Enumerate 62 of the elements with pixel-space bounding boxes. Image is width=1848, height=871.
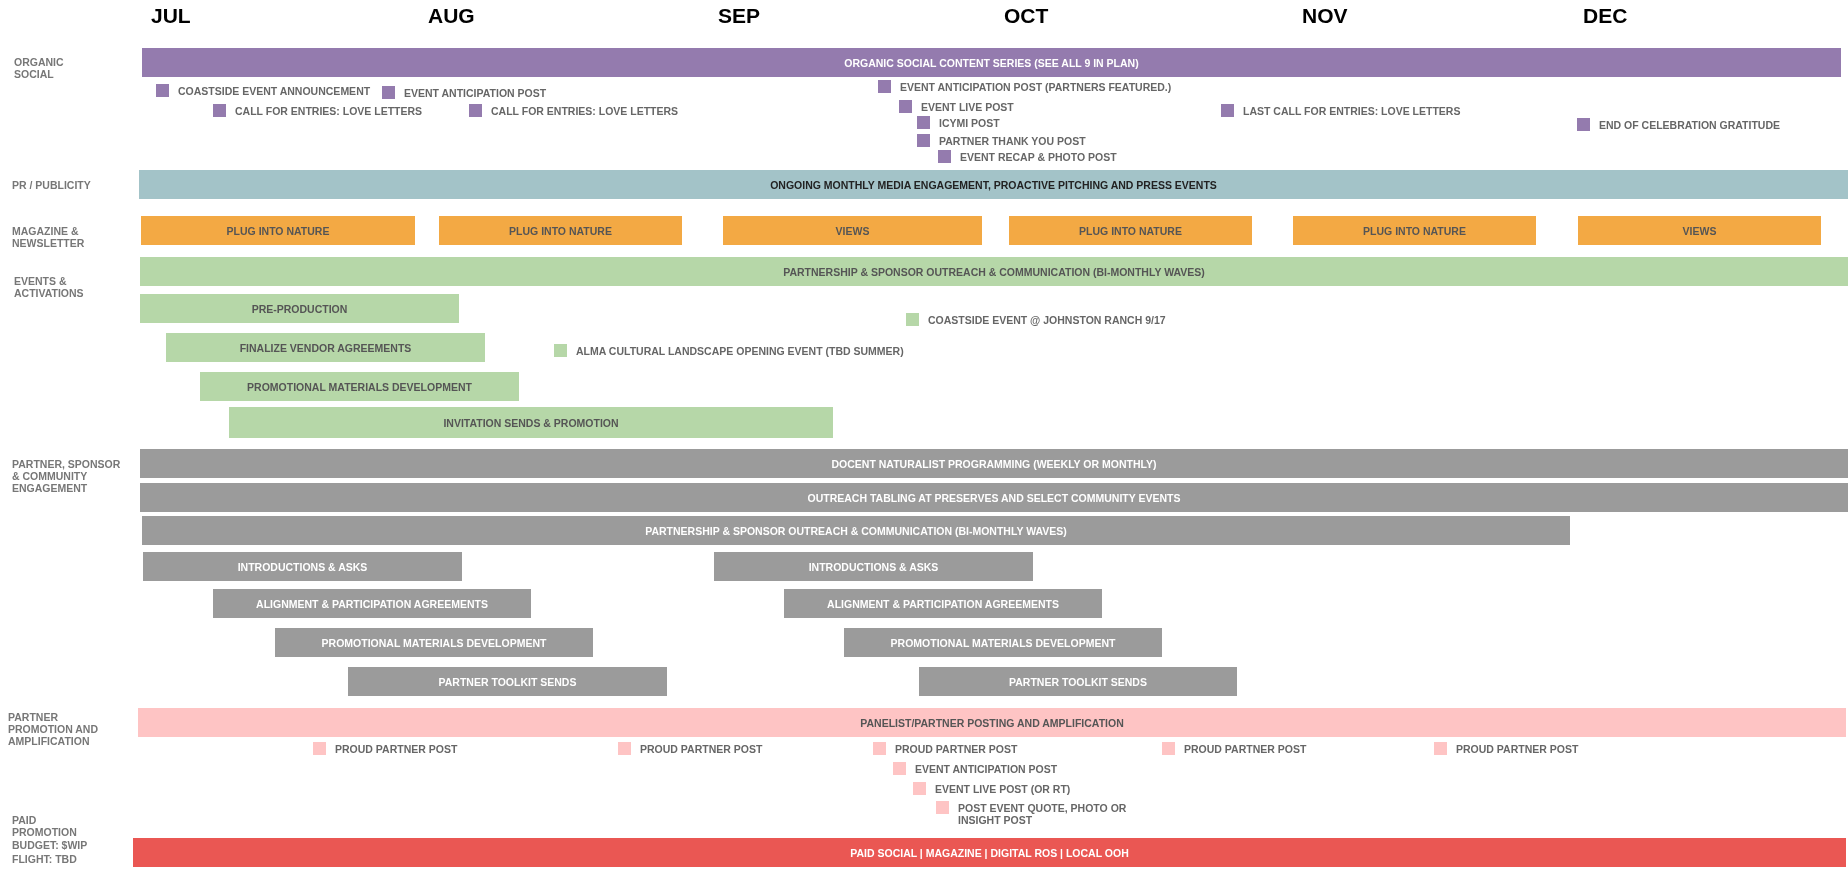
timeline-bar: PROMOTIONAL MATERIALS DEVELOPMENT (844, 628, 1162, 657)
timeline-bar: PROMOTIONAL MATERIALS DEVELOPMENT (200, 372, 519, 401)
milestone-label: EVENT ANTICIPATION POST (915, 763, 1058, 775)
milestone-label: POST EVENT QUOTE, PHOTO OR INSIGHT POST (958, 802, 1128, 826)
timeline-bar: ONGOING MONTHLY MEDIA ENGAGEMENT, PROACTIVE PITCHING AND PRESS EVENTS (139, 170, 1848, 199)
timeline-bar: OUTREACH TABLING AT PRESERVES AND SELECT COMMUNITY EVENTS (140, 483, 1848, 512)
milestone-label: EVENT ANTICIPATION POST (404, 87, 547, 99)
milestone-label: EVENT RECAP & PHOTO POST (960, 151, 1117, 163)
timeline-bar: PRE-PRODUCTION (140, 294, 459, 323)
timeline-bar: VIEWS (723, 216, 982, 245)
row-label: PR / PUBLICITY (12, 179, 92, 191)
row-label: FLIGHT: TBD (12, 853, 78, 865)
month-label: SEP (718, 4, 761, 28)
row-label: PARTNER PROMOTION AND AMPLIFICATION (8, 711, 100, 747)
timeline-bar: PLUG INTO NATURE (1009, 216, 1252, 245)
milestone-label: EVENT LIVE POST (921, 101, 1014, 113)
timeline-bar: FINALIZE VENDOR AGREEMENTS (166, 333, 485, 362)
milestone-label: PROUD PARTNER POST (1456, 743, 1579, 755)
timeline-bar: VIEWS (1578, 216, 1821, 245)
timeline-bar: PLUG INTO NATURE (1293, 216, 1536, 245)
timeline-bar: PANELIST/PARTNER POSTING AND AMPLIFICATION (138, 708, 1846, 737)
milestone-label: CALL FOR ENTRIES: LOVE LETTERS (491, 105, 679, 117)
row-label: PARTNER, SPONSOR & COMMUNITY ENGAGEMENT (12, 458, 122, 494)
timeline-bar: PROMOTIONAL MATERIALS DEVELOPMENT (275, 628, 593, 657)
timeline-bar: ORGANIC SOCIAL CONTENT SERIES (SEE ALL 9 IN PLAN) (142, 48, 1841, 77)
month-label: AUG (428, 4, 475, 28)
timeline-bar: PARTNERSHIP & SPONSOR OUTREACH & COMMUNICATION (BI-MONTHLY WAVES) (140, 257, 1848, 286)
row-label: PAID PROMOTION (12, 814, 78, 838)
milestone-label: CALL FOR ENTRIES: LOVE LETTERS (235, 105, 423, 117)
timeline-bar: INTRODUCTIONS & ASKS (714, 552, 1033, 581)
milestone-label: ALMA CULTURAL LANDSCAPE OPENING EVENT (TBD SUMMER) (576, 345, 904, 357)
milestone-label: END OF CELEBRATION GRATITUDE (1599, 119, 1781, 131)
month-label: DEC (1583, 4, 1628, 28)
milestone-label: PROUD PARTNER POST (335, 743, 458, 755)
row-label: BUDGET: $WIP (12, 839, 89, 851)
timeline-bar: PARTNER TOOLKIT SENDS (919, 667, 1237, 696)
milestone-label: EVENT ANTICIPATION POST (PARTNERS FEATURED.) (900, 81, 1172, 93)
milestone-label: ICYMI POST (939, 117, 1000, 129)
milestone-label: COASTSIDE EVENT @ JOHNSTON RANCH 9/17 (928, 314, 1166, 326)
timeline-bar: ALIGNMENT & PARTICIPATION AGREEMENTS (213, 589, 531, 618)
milestone-label: COASTSIDE EVENT ANNOUNCEMENT (178, 85, 371, 97)
timeline-bar: PARTNER TOOLKIT SENDS (348, 667, 667, 696)
timeline-bar: PLUG INTO NATURE (439, 216, 682, 245)
timeline-bar: DOCENT NATURALIST PROGRAMMING (WEEKLY OR MONTHLY) (140, 449, 1848, 478)
milestone-label: LAST CALL FOR ENTRIES: LOVE LETTERS (1243, 105, 1461, 117)
timeline-bar: PLUG INTO NATURE (141, 216, 415, 245)
milestone-label: EVENT LIVE POST (OR RT) (935, 783, 1071, 795)
timeline-bar: ALIGNMENT & PARTICIPATION AGREEMENTS (784, 589, 1102, 618)
month-label: OCT (1004, 4, 1049, 28)
milestone-label: PROUD PARTNER POST (1184, 743, 1307, 755)
milestone-label: PROUD PARTNER POST (640, 743, 763, 755)
month-label: JUL (151, 4, 191, 28)
timeline-bar: PARTNERSHIP & SPONSOR OUTREACH & COMMUNICATION (BI-MONTHLY WAVES) (142, 516, 1570, 545)
row-label: MAGAZINE & NEWSLETTER (12, 225, 86, 249)
row-label: ORGANIC SOCIAL (14, 56, 65, 80)
month-label: NOV (1302, 4, 1348, 28)
row-label: EVENTS & ACTIVATIONS (14, 275, 85, 299)
timeline-bar: PAID SOCIAL | MAGAZINE | DIGITAL ROS | LOCAL OOH (133, 838, 1846, 867)
milestone-label: PROUD PARTNER POST (895, 743, 1018, 755)
milestone-label: PARTNER THANK YOU POST (939, 135, 1086, 147)
timeline-bar: INTRODUCTIONS & ASKS (143, 552, 462, 581)
timeline-bar: INVITATION SENDS & PROMOTION (229, 407, 833, 438)
